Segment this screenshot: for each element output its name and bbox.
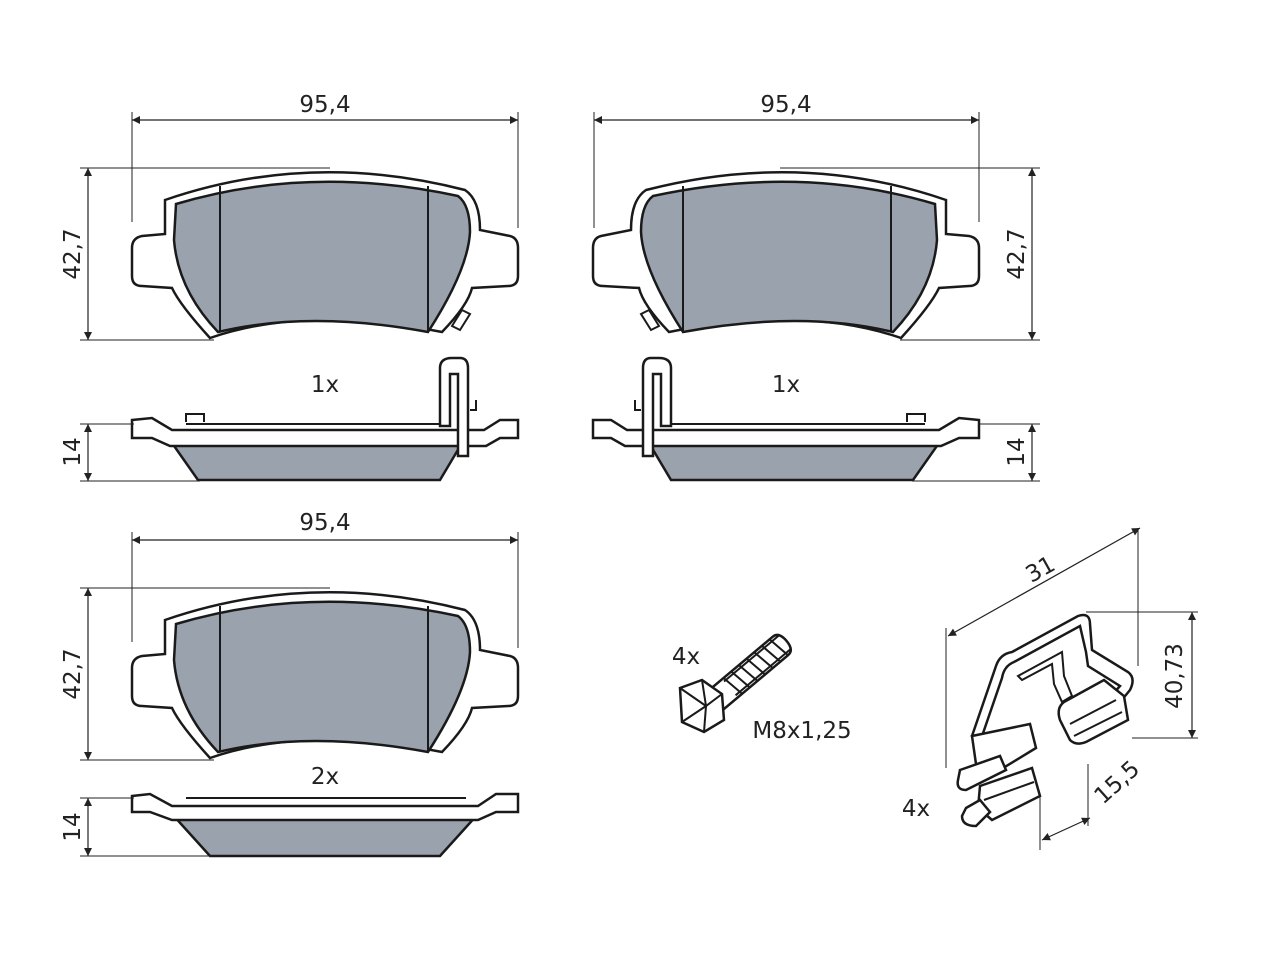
clip-dimensions — [945, 527, 1198, 850]
thickness-label: 14 — [60, 437, 86, 466]
pad-width-label: 95,4 — [760, 92, 811, 118]
pad-top-left-side — [80, 356, 520, 482]
clip-height-label: 40,73 — [1162, 643, 1188, 709]
clip-depth-dimension-line — [1041, 817, 1091, 841]
quantity-label: 2x — [311, 764, 339, 790]
pad-top-left-face — [80, 112, 520, 341]
quantity-label: 1x — [311, 372, 339, 398]
clip-drawing — [956, 613, 1134, 828]
pad-bottom-face — [80, 532, 520, 761]
bolt-spec-label: M8x1,25 — [752, 718, 851, 744]
pad-top-right-face — [591, 112, 1040, 341]
bolt-drawing — [678, 633, 792, 734]
pad-height-label: 42,7 — [60, 228, 86, 279]
bolt-quantity-label: 4x — [672, 644, 700, 670]
pad-height-label: 42,7 — [60, 648, 86, 699]
pad-width-label: 95,4 — [299, 92, 350, 118]
pad-width-label: 95,4 — [299, 510, 350, 536]
clip-quantity-label: 4x — [902, 796, 930, 822]
clip-length-dimension-line — [947, 527, 1141, 637]
thickness-label: 14 — [1004, 437, 1030, 466]
thickness-label: 14 — [60, 812, 86, 841]
pad-height-label: 42,7 — [1004, 228, 1030, 279]
clip-length-label: 31 — [1021, 551, 1059, 588]
pad-bottom-side — [80, 792, 520, 858]
clip-depth-label: 15,5 — [1090, 756, 1145, 810]
quantity-label: 1x — [772, 372, 800, 398]
pad-top-right-side — [591, 356, 1040, 482]
